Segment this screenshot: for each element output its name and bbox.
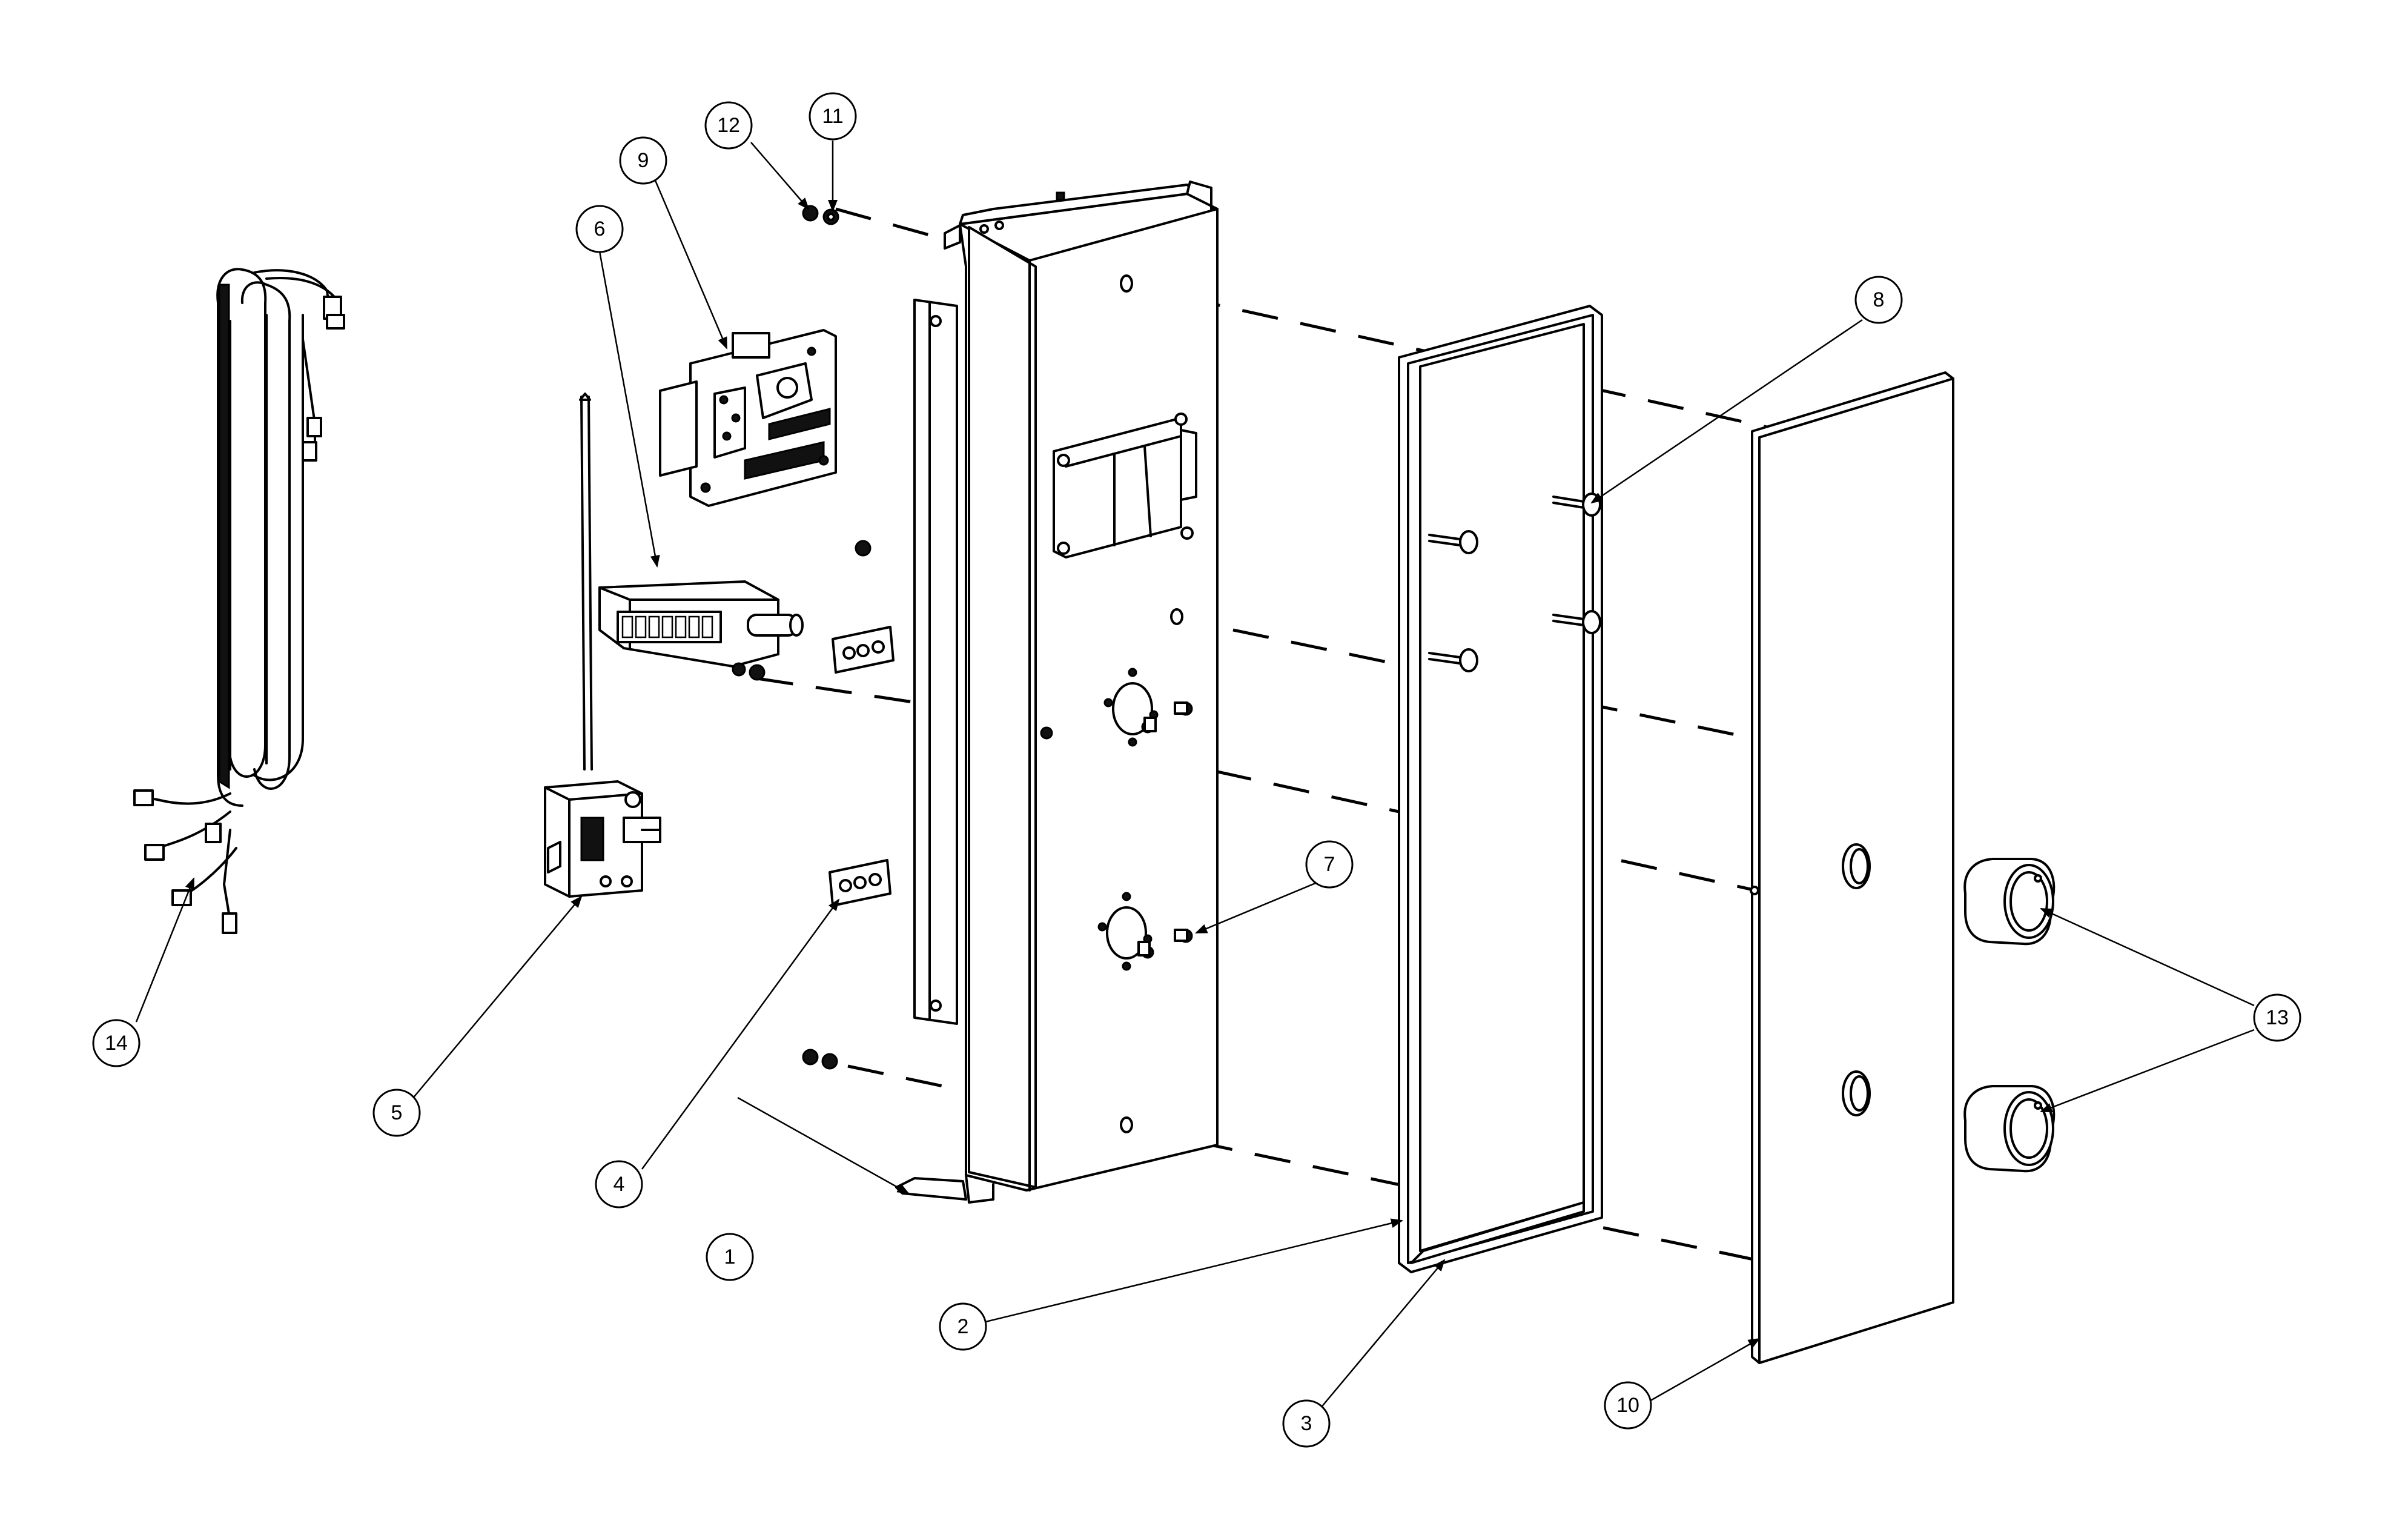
control-knob-upper xyxy=(1963,858,2056,946)
callout-6-label: 6 xyxy=(594,217,606,240)
spacer-bracket-upper xyxy=(832,626,895,674)
callout-2-label: 2 xyxy=(958,1315,969,1338)
heating-element-harness xyxy=(133,268,345,934)
switch-mount-upper xyxy=(1103,668,1193,747)
thermostat xyxy=(544,393,661,898)
leader-lines xyxy=(135,141,2255,1409)
assembly-dashed-lines xyxy=(756,207,1781,1262)
spacer-bracket-lower xyxy=(829,859,891,907)
switch-mount-lower xyxy=(1097,892,1193,971)
callout-6: 6 xyxy=(575,205,624,253)
callout-5-label: 5 xyxy=(391,1101,403,1124)
callout-4: 4 xyxy=(595,1160,643,1208)
callout-1: 1 xyxy=(706,1233,754,1281)
callout-8-label: 8 xyxy=(1873,288,1885,311)
callout-3: 3 xyxy=(1282,1399,1331,1448)
callout-2: 2 xyxy=(939,1302,987,1351)
callout-3-label: 3 xyxy=(1301,1412,1312,1435)
callout-5: 5 xyxy=(372,1089,421,1137)
callout-8: 8 xyxy=(1854,276,1903,324)
gasket-frame xyxy=(1398,305,1603,1273)
callout-7-label: 7 xyxy=(1324,853,1335,876)
callout-4-label: 4 xyxy=(614,1173,625,1196)
front-panel xyxy=(1750,371,1954,1364)
callout-10: 10 xyxy=(1604,1381,1652,1430)
callout-13: 13 xyxy=(2253,993,2301,1042)
callout-7: 7 xyxy=(1305,840,1354,889)
control-box-housing xyxy=(895,181,1219,1204)
mounting-studs xyxy=(1428,492,1601,672)
control-board xyxy=(659,329,837,507)
callout-14: 14 xyxy=(92,1019,141,1067)
callout-9-label: 9 xyxy=(638,149,649,172)
nut-screw-set xyxy=(802,205,872,1070)
callout-11-label: 11 xyxy=(822,105,843,128)
callout-12-label: 12 xyxy=(717,114,740,137)
callout-13-label: 13 xyxy=(2266,1006,2289,1029)
callout-14-label: 14 xyxy=(105,1032,128,1055)
callout-9: 9 xyxy=(619,136,667,185)
terminal-block xyxy=(598,580,804,681)
callout-12: 12 xyxy=(704,101,753,150)
callout-1-label: 1 xyxy=(724,1245,736,1268)
terminal-screws xyxy=(621,615,713,638)
callout-10-label: 10 xyxy=(1616,1394,1639,1417)
control-knob-lower xyxy=(1963,1085,2056,1173)
callout-11: 11 xyxy=(809,92,857,141)
